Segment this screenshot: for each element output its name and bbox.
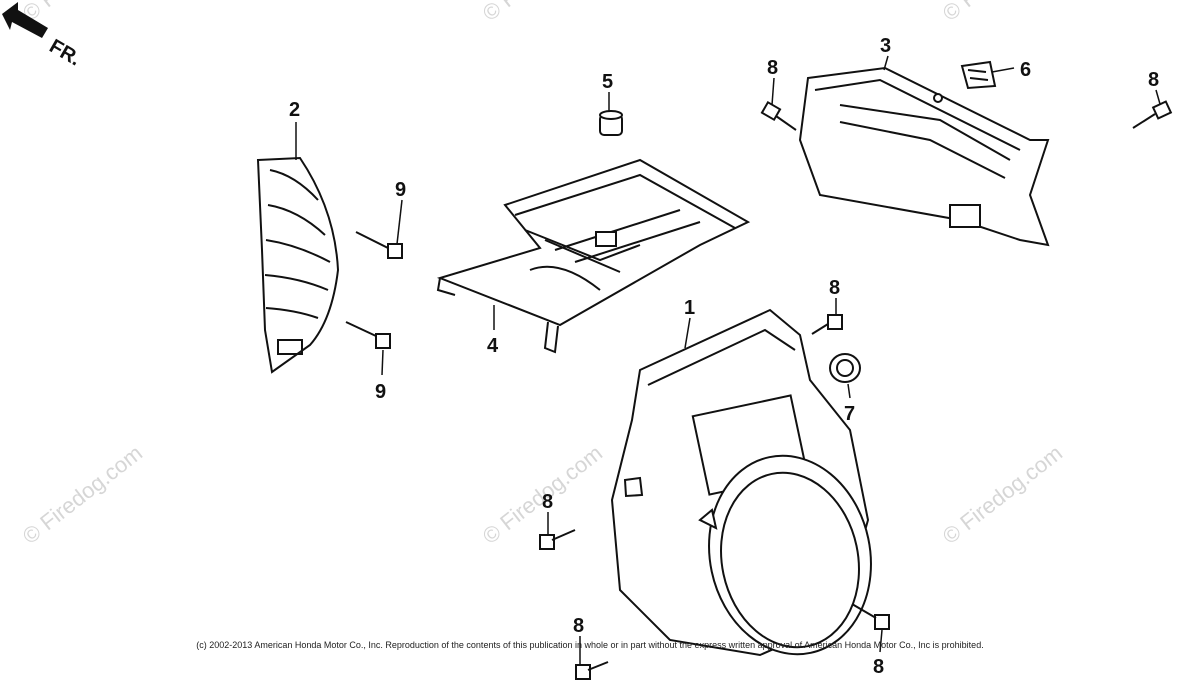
copyright-notice: (c) 2002-2013 American Honda Motor Co., … <box>196 640 984 650</box>
bolt-8-bottom-right <box>851 603 890 630</box>
part-7-grommet <box>829 353 861 383</box>
callout-9-b: 9 <box>375 381 386 403</box>
callout-1: 1 <box>684 297 695 319</box>
watermark: © Firedog.com <box>18 440 147 549</box>
callout-6: 6 <box>1020 59 1031 81</box>
callouts: 1 2 3 4 5 6 7 8 8 8 8 8 8 9 9 <box>289 35 1159 678</box>
leader-lines <box>295 55 1161 665</box>
watermark: © Firedog.com <box>938 440 1067 549</box>
part-6-clip <box>960 60 997 90</box>
callout-2: 2 <box>289 99 300 121</box>
bolts <box>345 100 1173 680</box>
part-5-grommet <box>599 110 623 136</box>
callout-8-b: 8 <box>1148 69 1159 91</box>
bolt-8-bottom-left <box>575 661 609 680</box>
direction-label: FR. <box>46 35 85 70</box>
part-4-base-plate <box>436 158 751 354</box>
callout-7: 7 <box>844 403 855 425</box>
callout-3: 3 <box>880 35 891 57</box>
callout-8-e: 8 <box>573 615 584 637</box>
bolt-8-lower-left <box>539 529 576 550</box>
callout-4: 4 <box>487 335 499 357</box>
callout-8-d: 8 <box>542 491 553 513</box>
callout-9-a: 9 <box>395 179 406 201</box>
part-3-top-shroud <box>798 66 1050 247</box>
bolt-8-middle <box>811 314 843 335</box>
part-2-side-shroud <box>256 156 340 374</box>
callout-5: 5 <box>602 71 613 93</box>
watermark: © Firedog.com <box>478 0 607 26</box>
bolt-9-lower <box>345 321 391 349</box>
callout-8-c: 8 <box>829 277 840 299</box>
front-direction-arrow-icon <box>2 2 48 38</box>
bolt-8-top-right <box>1132 100 1173 129</box>
callout-8-f: 8 <box>873 656 884 678</box>
callout-8-a: 8 <box>767 57 778 79</box>
part-1-fan-cover <box>610 308 872 657</box>
watermark: © Firedog.com <box>938 0 1067 26</box>
bolt-9-upper <box>355 231 403 259</box>
bolt-8-top-left <box>760 100 797 131</box>
